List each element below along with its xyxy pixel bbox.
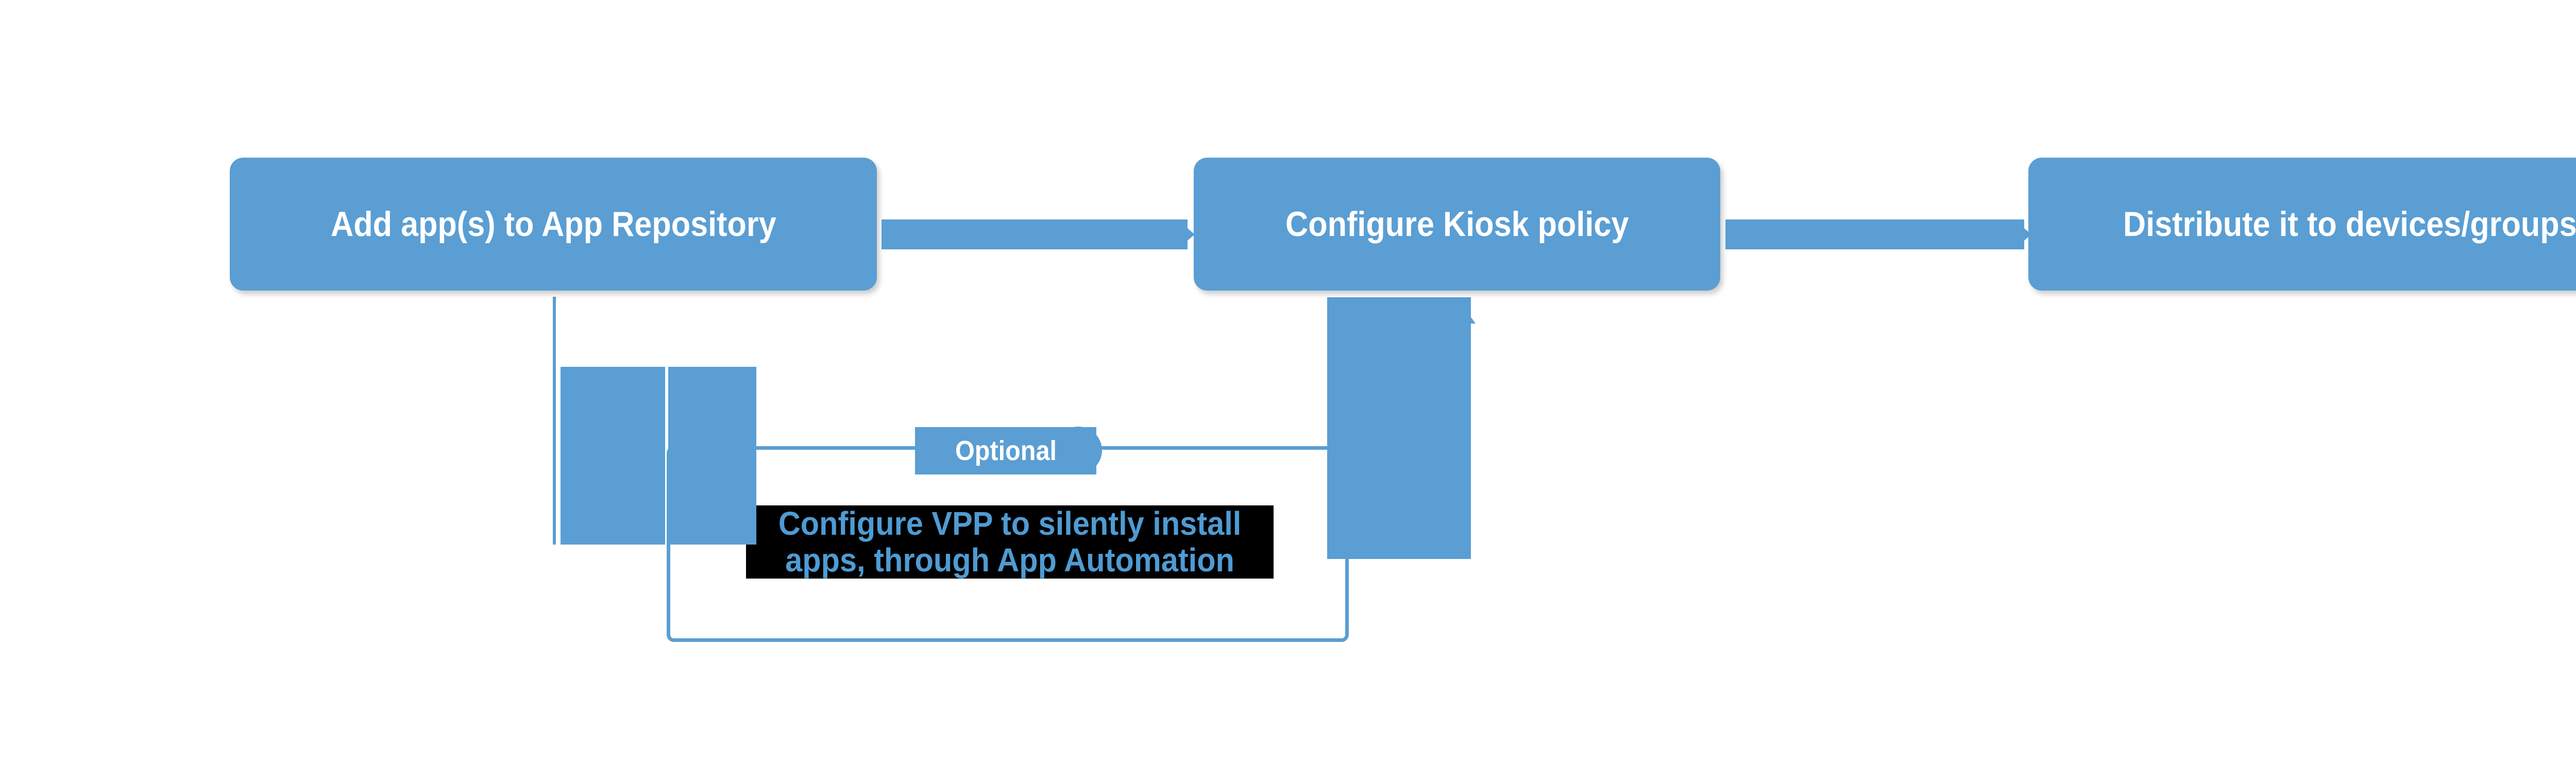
flow-step-configure-kiosk-policy-label: Configure Kiosk policy xyxy=(1285,205,1629,244)
stub-arrowhead-icon xyxy=(1462,314,1476,324)
flow-step-distribute-label: Distribute it to devices/groups xyxy=(2123,205,2576,244)
connector-1-line xyxy=(882,219,1188,249)
flow-step-distribute: Distribute it to devices/groups xyxy=(2028,158,2576,291)
connector-1-arrowhead-icon xyxy=(1184,226,1195,243)
drop-line-from-add-apps xyxy=(553,297,556,545)
optional-step-label-line1: Configure VPP to silently install xyxy=(778,505,1242,542)
flow-step-add-apps-label: Add app(s) to App Repository xyxy=(330,205,776,244)
optional-step-label-line2: apps, through App Automation xyxy=(785,541,1234,579)
flow-step-add-apps: Add app(s) to App Repository xyxy=(230,158,877,291)
optional-badge: Optional xyxy=(915,427,1096,474)
connector-2-line xyxy=(1725,219,2024,249)
thick-stub-left-b xyxy=(668,367,756,545)
thick-stub-left-a xyxy=(561,367,665,545)
optional-badge-label: Optional xyxy=(955,435,1057,466)
optional-step-text-highlight: Configure VPP to silently install apps, … xyxy=(746,505,1274,579)
thick-stub-below-kiosk-policy xyxy=(1327,297,1471,559)
flow-step-configure-kiosk-policy: Configure Kiosk policy xyxy=(1194,158,1720,291)
